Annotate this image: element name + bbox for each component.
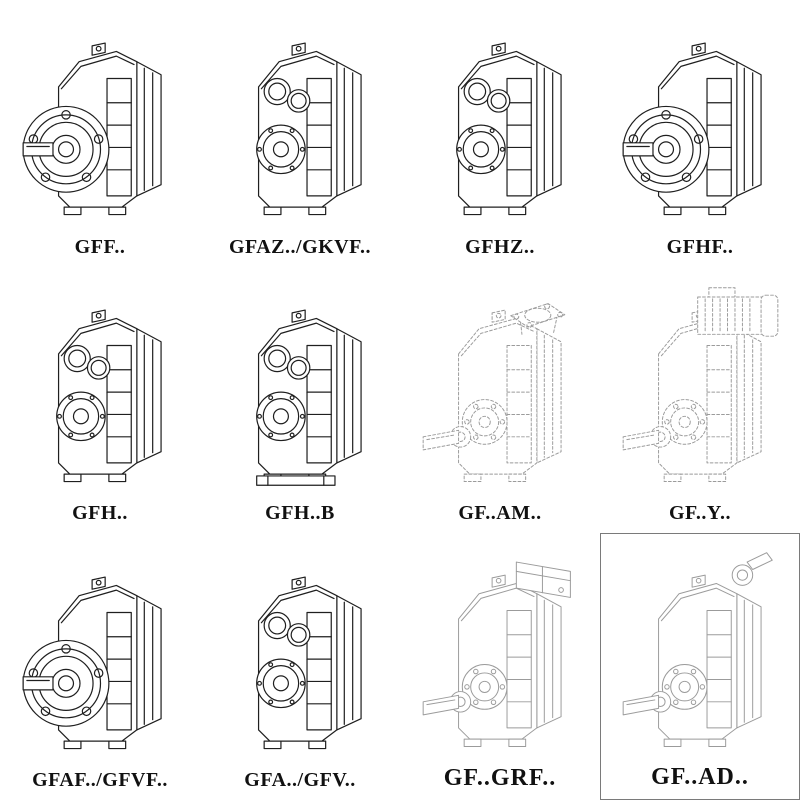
variant-cell-gfh: GFH.. [0,267,200,534]
gearbox-drawing-hollow-bores-icon [2,271,198,503]
variant-cell-gf-grf: GF..GRF.. [400,533,600,800]
variant-label: GFHZ.. [465,235,535,258]
variant-cell-gfhz: GFHZ.. [400,0,600,267]
gearbox-drawing-output-flange-icon [602,4,798,236]
variant-cell-gfaf-gfvf: GFAF../GFVF.. [0,533,200,800]
variant-cell-gfaz-gkvf: GFAZ../GKVF.. [200,0,400,267]
variant-label: GFA../GFV.. [244,768,356,791]
variant-cell-gf-y: GF..Y.. [600,267,800,534]
variant-cell-gf-ad: GF..AD.. [600,533,800,800]
variant-label: GFAF../GFVF.. [32,768,168,791]
gearbox-drawing-hollow-bores-icon [202,537,398,769]
variant-label: GFH.. [72,502,128,525]
variant-cell-gfa-gfv: GFA../GFV.. [200,533,400,800]
gearbox-drawing-cover-block-icon [402,537,598,765]
gearbox-drawing-output-flange-icon [2,537,198,769]
variant-label: GF..AD.. [651,763,749,790]
gearbox-drawing-motor-mounted-icon [602,271,798,503]
variant-label: GFF.. [74,235,126,258]
variant-cell-gf-am: GF..AM.. [400,267,600,534]
variant-label: GFH..B [265,502,335,525]
variant-label: GF..AM.. [458,502,542,525]
variant-label: GFHF.. [666,235,734,258]
variant-label: GF..Y.. [668,502,732,525]
gearbox-drawing-hollow-bores-icon [402,4,598,236]
gearbox-drawing-output-flange-icon [2,4,198,236]
variant-label: GF..GRF.. [443,764,557,791]
variant-cell-gff: GFF.. [0,0,200,267]
variant-cell-gfhf: GFHF.. [600,0,800,267]
gearbox-drawing-hollow-bores-icon [202,4,398,236]
variant-cell-gfh-b: GFH..B [200,267,400,534]
gearbox-drawing-hollow-bores-base-icon [202,271,398,503]
gearbox-drawing-iec-adapter-icon [402,271,598,503]
variant-label: GFAZ../GKVF.. [228,235,372,258]
gearbox-drawing-input-adapter-icon [603,538,797,764]
